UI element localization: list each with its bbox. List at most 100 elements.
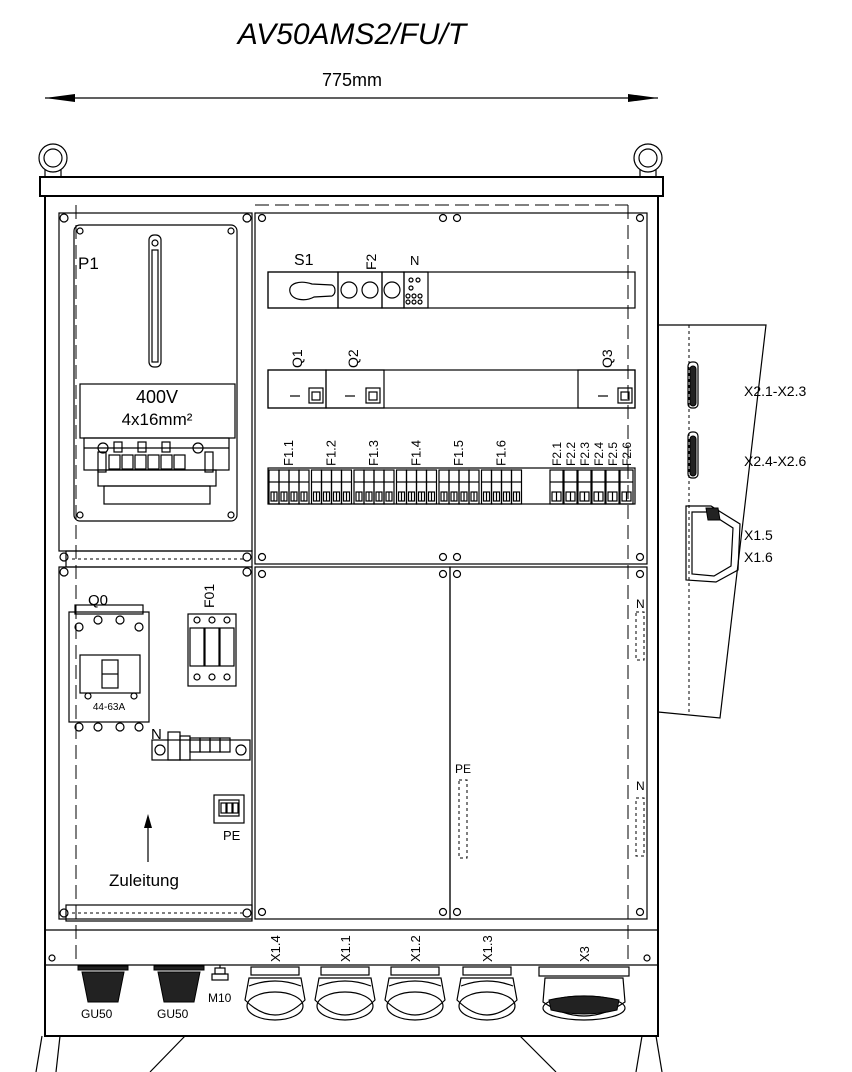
breaker[interactable] <box>353 469 365 505</box>
distribution-panel <box>254 212 648 565</box>
gland-label-2: GU50 <box>157 1007 189 1021</box>
breaker-label-f2: F2.5 <box>606 442 620 466</box>
breaker[interactable] <box>448 469 460 505</box>
lower-panel-middle <box>254 566 451 920</box>
meter-voltage-label: 400V <box>136 387 178 407</box>
bottom-socket[interactable]: X1.1 <box>314 935 376 1021</box>
pe-terminal <box>213 794 245 824</box>
breaker[interactable] <box>363 469 375 505</box>
bottom-sockets: X1.4 X1.1 X1.2 X1.3 X3 <box>244 935 630 1021</box>
feed-label: Zuleitung <box>109 871 179 890</box>
breaker[interactable] <box>298 469 310 505</box>
breaker[interactable] <box>438 469 450 505</box>
pe-label: PE <box>223 828 241 843</box>
breaker[interactable] <box>395 469 408 505</box>
surge-protector-f01[interactable] <box>187 613 237 687</box>
breaker[interactable] <box>563 469 578 505</box>
q1-label: Q1 <box>289 349 305 368</box>
breaker[interactable] <box>490 469 503 505</box>
rcd-q2[interactable] <box>325 369 385 409</box>
f2-label: F2 <box>363 253 379 270</box>
breaker[interactable] <box>425 469 438 505</box>
cable-gland-1 <box>77 965 129 1003</box>
side-socket-box <box>657 324 767 719</box>
side-socket-label-3a: X1.5 <box>744 527 773 543</box>
lifting-eye-left <box>38 143 68 177</box>
rcd-q3[interactable] <box>577 369 636 409</box>
breaker-label-f1: F1.2 <box>324 440 339 466</box>
breaker[interactable] <box>288 469 300 505</box>
breaker[interactable] <box>320 469 333 505</box>
bottom-socket[interactable]: X3 <box>538 946 630 1021</box>
bottom-socket-label: X3 <box>577 946 592 962</box>
q0-label: Q0 <box>88 592 108 609</box>
q3-label: Q3 <box>599 349 615 368</box>
n-right-label-1: N <box>636 597 645 611</box>
n-bar-right-upper <box>635 611 645 661</box>
breaker[interactable] <box>480 469 493 505</box>
breaker[interactable] <box>591 469 606 505</box>
main-switch-label: S1 <box>294 252 314 269</box>
feed-panel <box>58 566 253 920</box>
drawing-title: AV50AMS2/FU/T <box>236 18 469 51</box>
bottom-socket-label: X1.2 <box>408 935 423 962</box>
lifting-eye-right <box>633 143 663 177</box>
main-switch-s1[interactable] <box>267 271 339 309</box>
din-rail-top <box>267 271 636 309</box>
breaker[interactable] <box>549 469 564 505</box>
q0-rating-label: 44-63A <box>93 702 126 713</box>
breaker[interactable] <box>268 469 280 505</box>
n-bar-right-lower <box>635 797 645 857</box>
meter-terminals <box>84 441 229 473</box>
breaker-label-f2: F2.1 <box>550 442 564 466</box>
side-socket-1[interactable] <box>687 361 699 409</box>
breaker[interactable] <box>383 469 395 505</box>
side-socket-2[interactable] <box>687 431 699 479</box>
breaker[interactable] <box>373 469 385 505</box>
breaker-label-f2: F2.4 <box>592 442 606 466</box>
breaker-label-f1: F1.5 <box>451 440 466 466</box>
main-breaker-q0[interactable] <box>68 604 150 732</box>
breaker[interactable] <box>340 469 353 505</box>
side-socket-3[interactable] <box>685 505 741 583</box>
cable-gland-2 <box>153 965 205 1003</box>
meter-label: P1 <box>78 254 99 273</box>
breaker[interactable] <box>415 469 428 505</box>
breaker[interactable] <box>458 469 470 505</box>
breaker[interactable] <box>330 469 343 505</box>
earth-bolt-m10 <box>211 965 229 981</box>
bottom-socket-label: X1.1 <box>338 935 353 962</box>
breaker[interactable] <box>577 469 592 505</box>
side-socket-label-3b: X1.6 <box>744 549 773 565</box>
breaker[interactable] <box>500 469 513 505</box>
breaker[interactable] <box>468 469 480 505</box>
breaker-label-f2: F2.3 <box>578 442 592 466</box>
breaker-label-f1: F1.6 <box>494 440 509 466</box>
bottom-socket-label: X1.3 <box>480 935 495 962</box>
n-right-label-2: N <box>636 779 645 793</box>
q2-label: Q2 <box>345 349 361 368</box>
side-socket-label-1: X2.1-X2.3 <box>744 383 806 399</box>
breaker-label-f2: F2.2 <box>564 442 578 466</box>
rcd-q1[interactable] <box>267 369 327 409</box>
width-dimension-arrow <box>45 94 658 102</box>
n-top-label: N <box>410 253 419 268</box>
breaker[interactable] <box>278 469 290 505</box>
lower-panel-right <box>449 566 648 920</box>
breaker[interactable] <box>605 469 620 505</box>
bottom-socket[interactable]: X1.4 <box>244 935 306 1021</box>
breaker[interactable] <box>619 469 634 505</box>
bottom-socket-label: X1.4 <box>268 935 283 962</box>
side-socket-label-2: X2.4-X2.6 <box>744 453 806 469</box>
breaker-label-f1: F1.4 <box>409 440 424 466</box>
bottom-socket[interactable]: X1.3 <box>456 935 518 1021</box>
neutral-busbar <box>151 731 251 761</box>
breaker[interactable] <box>405 469 418 505</box>
bottom-socket[interactable]: X1.2 <box>384 935 446 1021</box>
pe-mid-label: PE <box>455 762 471 776</box>
neutral-terminal-top <box>403 271 429 309</box>
breaker[interactable] <box>510 469 523 505</box>
cabinet-legs <box>35 1035 663 1072</box>
breaker[interactable] <box>310 469 323 505</box>
